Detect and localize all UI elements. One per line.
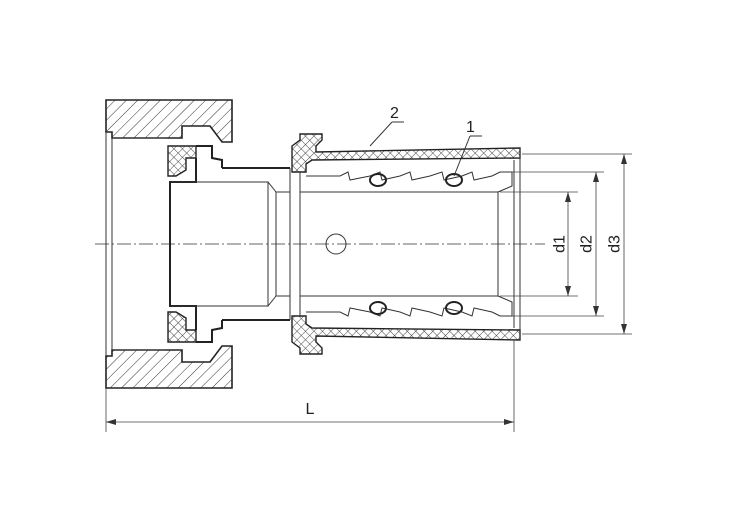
inspection-hole bbox=[325, 233, 347, 255]
o-ring-top-left bbox=[369, 173, 387, 187]
gasket bbox=[167, 145, 197, 343]
callout-1: 1 bbox=[453, 119, 482, 177]
dimension-length-label: L bbox=[306, 401, 315, 418]
union-nut bbox=[105, 99, 233, 389]
dimension-d3-label: d3 bbox=[607, 235, 624, 253]
fitting-body bbox=[169, 145, 290, 343]
callout-label-1: 1 bbox=[466, 119, 475, 136]
dimension-d1-label: d1 bbox=[552, 235, 569, 253]
dimension-d2-label: d2 bbox=[579, 235, 596, 253]
callout-label-2: 2 bbox=[390, 105, 399, 122]
o-ring-bottom-left bbox=[369, 301, 387, 315]
press-sleeve bbox=[291, 133, 521, 355]
o-ring-top-right bbox=[445, 173, 463, 187]
insert bbox=[289, 168, 513, 320]
callout-2: 2 bbox=[369, 105, 404, 147]
dimension-lines bbox=[105, 153, 632, 432]
o-ring-bottom-right bbox=[445, 301, 463, 315]
